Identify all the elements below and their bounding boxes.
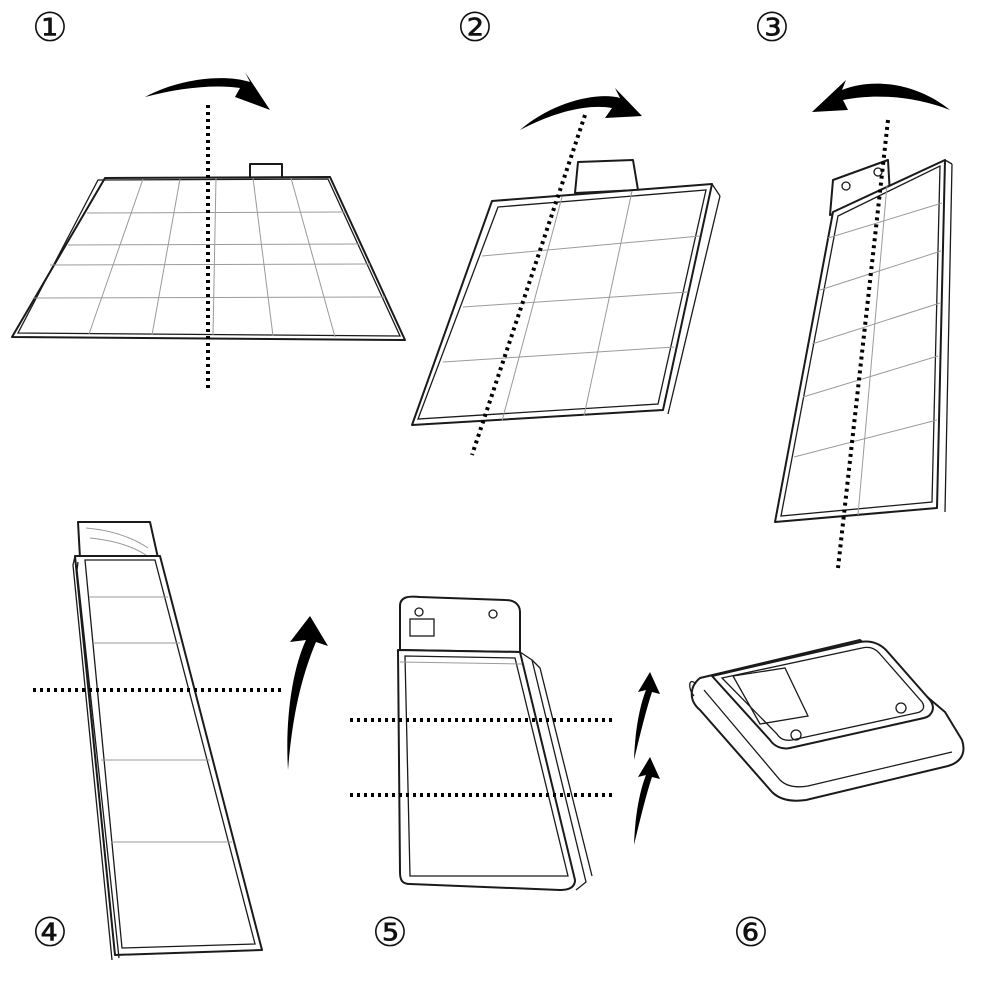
step-3-blanket: [774, 80, 953, 569]
strip-snap-left: [841, 181, 851, 191]
bundle-flap-seam: [720, 646, 925, 741]
bundle-edge-seam: [703, 689, 953, 788]
blanket-edge-seam: [16, 178, 402, 337]
step-4-fold-arrow: [287, 616, 328, 770]
step-3-label: ③: [754, 5, 790, 51]
step-4-blanket: [33, 521, 328, 961]
half-blanket-grid: [442, 190, 701, 422]
folded-strip-outline: [397, 649, 576, 891]
long-strip-handle: [77, 521, 159, 559]
step-4-label: ④: [32, 910, 68, 956]
folded-strip-flap: [399, 595, 521, 653]
strip-outline: [774, 159, 946, 523]
folded-strip-snap-right: [488, 609, 498, 619]
step-6-label: ⑥: [733, 910, 769, 956]
step-5-fold-arrow-lower: [634, 757, 660, 845]
step-1-label: ①: [32, 5, 68, 51]
strip-seam: [780, 164, 941, 517]
long-strip-grid: [89, 596, 232, 843]
step-2-fold-arrow: [520, 88, 642, 130]
step-5-blanket: [350, 595, 660, 891]
step-2-label: ②: [457, 5, 493, 51]
bundle-label-patch: [731, 667, 809, 725]
long-strip-handle-folds: [85, 527, 149, 556]
step-2-blanket: [411, 88, 721, 456]
strip-snap-right: [873, 167, 883, 177]
folded-strip-label-patch: [409, 618, 435, 637]
folded-strip-snap-left: [414, 607, 424, 617]
folded-strip-seam: [404, 655, 569, 877]
half-blanket-seam: [417, 189, 707, 420]
step-1-blanket: [11, 72, 406, 390]
step-5-label: ⑤: [372, 910, 408, 956]
half-blanket-outline: [411, 183, 713, 426]
bundle-snap-left: [790, 729, 802, 741]
step-3-fold-line: [836, 119, 890, 569]
step-5-fold-arrow-upper: [634, 672, 660, 760]
half-blanket-handle: [574, 159, 639, 194]
bundle-snap-right: [895, 702, 907, 714]
step-1-fold-arrow: [145, 72, 270, 110]
step-3-fold-arrow: [812, 80, 950, 112]
blanket-grid: [32, 177, 386, 338]
step-6-bundle: [689, 639, 965, 802]
bundle-roll-edge: [689, 681, 697, 697]
strip-grid: [793, 184, 943, 516]
long-strip-outline: [74, 555, 263, 956]
long-strip-seam: [84, 559, 256, 949]
